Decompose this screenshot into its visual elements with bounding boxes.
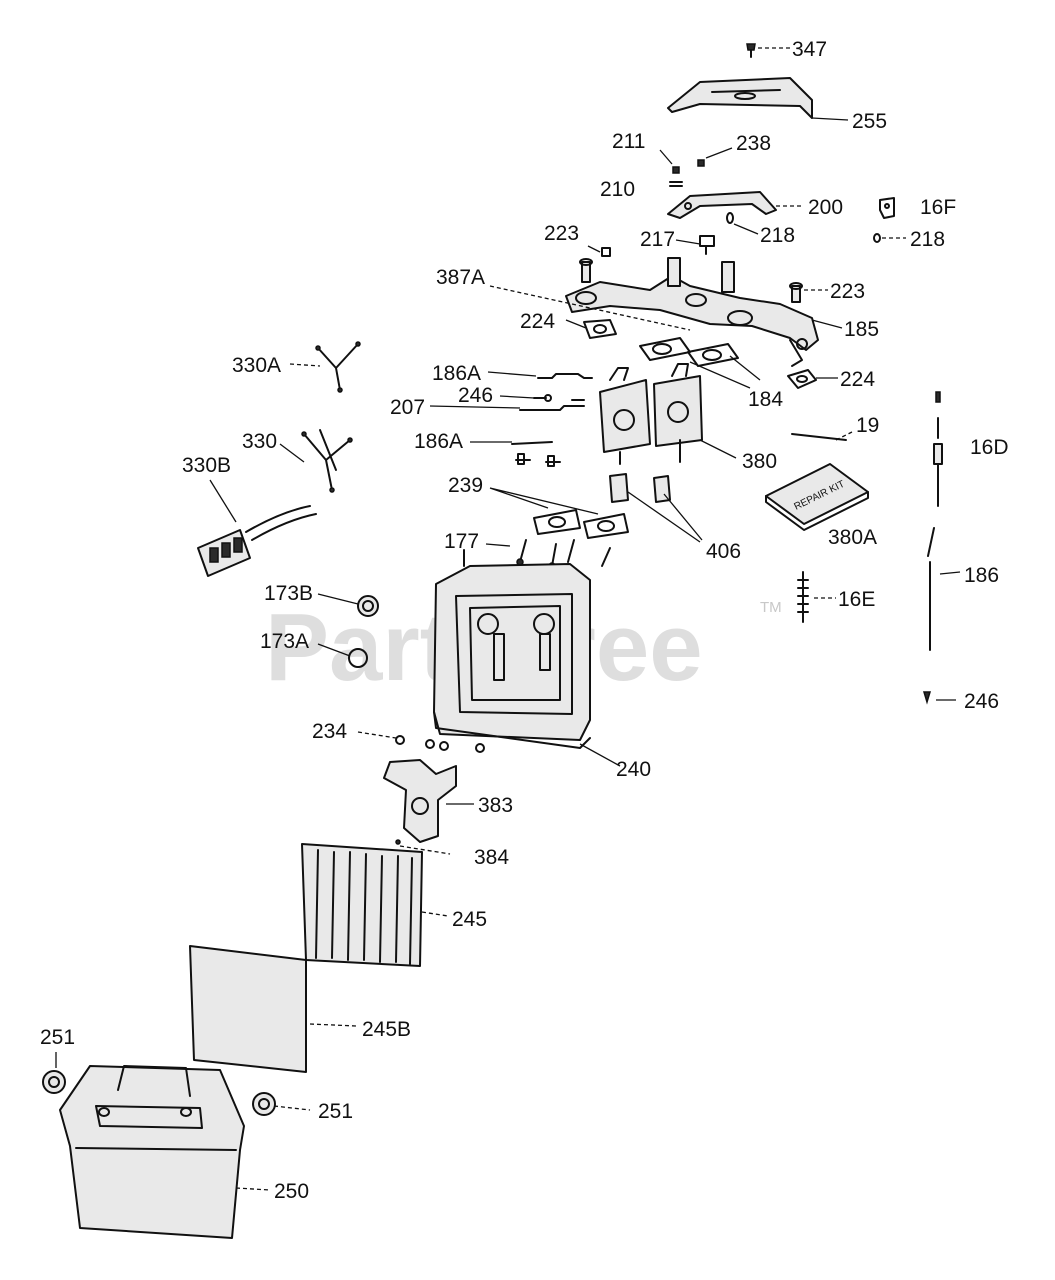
- label-406: 406: [706, 540, 741, 563]
- part-406-bowls: [609, 473, 671, 503]
- part-224-gasket-a: [583, 319, 617, 339]
- label-234: 234: [312, 720, 347, 743]
- label-223-b: 223: [830, 280, 865, 303]
- part-16E-spring: [797, 571, 809, 623]
- label-186A-a: 186A: [432, 362, 481, 385]
- label-246-b: 246: [964, 690, 999, 713]
- label-224-b: 224: [840, 368, 875, 391]
- part-246-clip: [922, 691, 932, 705]
- part-384-screw: [395, 839, 401, 845]
- label-347: 347: [792, 38, 827, 61]
- part-217-linkage: [699, 235, 715, 255]
- label-210: 210: [600, 178, 635, 201]
- label-239: 239: [448, 474, 483, 497]
- label-245: 245: [452, 908, 487, 931]
- part-16F-bracket: [879, 197, 895, 219]
- part-184-gaskets: [639, 337, 739, 367]
- label-384: 384: [474, 846, 509, 869]
- part-16D-spring: [933, 391, 943, 507]
- part-245-filter: [301, 843, 423, 967]
- label-218-b: 218: [910, 228, 945, 251]
- label-255: 255: [852, 110, 887, 133]
- part-240-base: [433, 549, 591, 749]
- label-224-a: 224: [520, 310, 555, 333]
- label-218-a: 218: [760, 224, 795, 247]
- label-246-a: 246: [458, 384, 493, 407]
- label-383: 383: [478, 794, 513, 817]
- part-218-clip-b: [873, 233, 881, 243]
- part-186-rod: [927, 527, 935, 651]
- part-173B-grommet: [357, 595, 379, 617]
- label-380: 380: [742, 450, 777, 473]
- label-184: 184: [748, 388, 783, 411]
- label-217: 217: [640, 228, 675, 251]
- label-200: 200: [808, 196, 843, 219]
- label-223-a: 223: [544, 222, 579, 245]
- label-173B: 173B: [264, 582, 313, 605]
- label-251-b: 251: [318, 1100, 353, 1123]
- label-211: 211: [612, 130, 645, 153]
- label-245B: 245B: [362, 1018, 411, 1041]
- label-250: 250: [274, 1180, 309, 1203]
- part-255-cover: [667, 77, 813, 119]
- part-250-cover: [59, 1065, 245, 1239]
- label-238: 238: [736, 132, 771, 155]
- part-200-bracket: [667, 191, 777, 219]
- part-223-bolt-b: [789, 282, 803, 303]
- part-224-gasket-b: [787, 369, 817, 389]
- part-186A-link-b: [511, 441, 561, 467]
- label-19: 19: [856, 414, 879, 437]
- part-207-link: [519, 405, 585, 411]
- part-234-nuts: [395, 735, 485, 753]
- part-330A-wire: [315, 341, 361, 393]
- part-380A-repair-kit: REPAIR KIT: [765, 463, 869, 531]
- label-173A: 173A: [260, 630, 309, 653]
- part-238-screw: [697, 159, 705, 167]
- label-186A-b: 186A: [414, 430, 463, 453]
- part-347-screw: [746, 43, 756, 58]
- part-330B-connector: [197, 505, 317, 577]
- label-207: 207: [390, 396, 425, 419]
- part-239-gaskets: [533, 509, 629, 539]
- part-245B-prefilter: [189, 945, 307, 1073]
- label-16D: 16D: [970, 436, 1009, 459]
- label-330B: 330B: [182, 454, 231, 477]
- label-186: 186: [964, 564, 999, 587]
- part-246-clips: [533, 394, 585, 402]
- part-380-carburetors: [599, 363, 703, 465]
- label-330: 330: [242, 430, 277, 453]
- part-211-screw: [669, 166, 683, 187]
- label-240: 240: [616, 758, 651, 781]
- label-16F: 16F: [920, 196, 956, 219]
- label-387A: 387A: [436, 266, 485, 289]
- label-185: 185: [844, 318, 879, 341]
- callout-labels: 347 255 211 238 210 200 16F 218 218 223 …: [40, 38, 1009, 1203]
- label-251-a: 251: [40, 1026, 75, 1049]
- part-330-wire: [301, 429, 353, 493]
- watermark-trademark: TM: [760, 599, 782, 616]
- part-383-bracket: [383, 759, 457, 843]
- label-380A: 380A: [828, 526, 877, 549]
- part-251-knob-a: [42, 1070, 66, 1094]
- part-185-manifold: [565, 257, 819, 367]
- part-251-knob-b: [252, 1092, 276, 1116]
- label-16E: 16E: [838, 588, 875, 611]
- label-177: 177: [444, 530, 479, 553]
- part-186A-link-a: [537, 373, 593, 379]
- leader-lines: [55, 47, 961, 1191]
- part-218-clip-a: [726, 212, 734, 224]
- part-223-bolt-a: [579, 247, 611, 283]
- label-330A: 330A: [232, 354, 281, 377]
- part-173A-ring: [348, 648, 368, 668]
